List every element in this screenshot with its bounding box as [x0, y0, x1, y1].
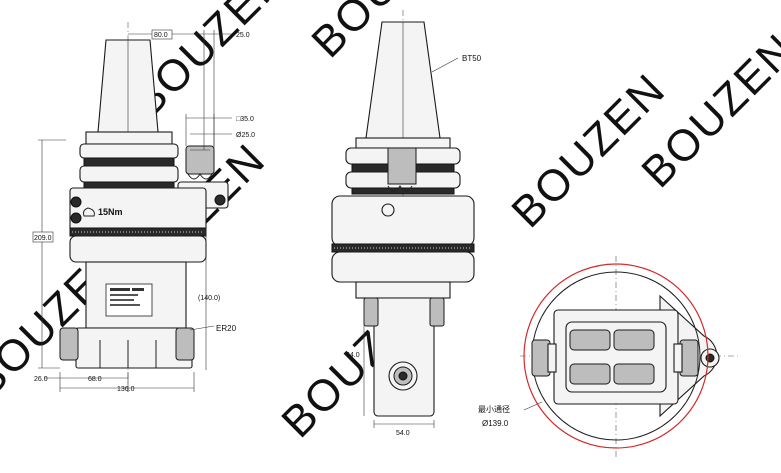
height-dimension: 209.0 — [34, 235, 52, 242]
side-view: 15Nm 209.0 80.0 25.0 □35.0 — [32, 22, 255, 395]
spindle-arm — [373, 297, 435, 417]
square-dimension: □35.0 — [236, 116, 254, 123]
clearance-circle — [523, 263, 709, 449]
length-dimension: 94.0 — [346, 352, 360, 359]
wrench-icon — [83, 207, 95, 217]
bottom-view: 最小通径 Ø139.0 — [478, 256, 740, 460]
left-dimension: 26.0 — [34, 376, 48, 383]
width-dimension: 54.0 — [396, 430, 410, 437]
main-body — [69, 187, 207, 233]
taper-label: BT50 — [462, 54, 482, 63]
min-clearance-label: 最小通径 — [478, 404, 510, 414]
diameter-dimension: Ø25.0 — [236, 132, 255, 139]
main-body — [331, 195, 475, 247]
min-clearance-value: Ø139.0 — [482, 419, 509, 428]
front-view: BT50 94.0 54.0 — [331, 10, 482, 437]
collet-label: ER20 — [216, 324, 237, 333]
torque-label: 15Nm — [98, 207, 123, 217]
top-dimension: 25.0 — [236, 32, 250, 39]
offset-dimension: (140.0) — [198, 295, 220, 302]
span-dimension: 68.0 — [88, 376, 102, 383]
width-dimension: 80.0 — [154, 32, 168, 39]
total-dimension: 136.0 — [117, 386, 135, 393]
